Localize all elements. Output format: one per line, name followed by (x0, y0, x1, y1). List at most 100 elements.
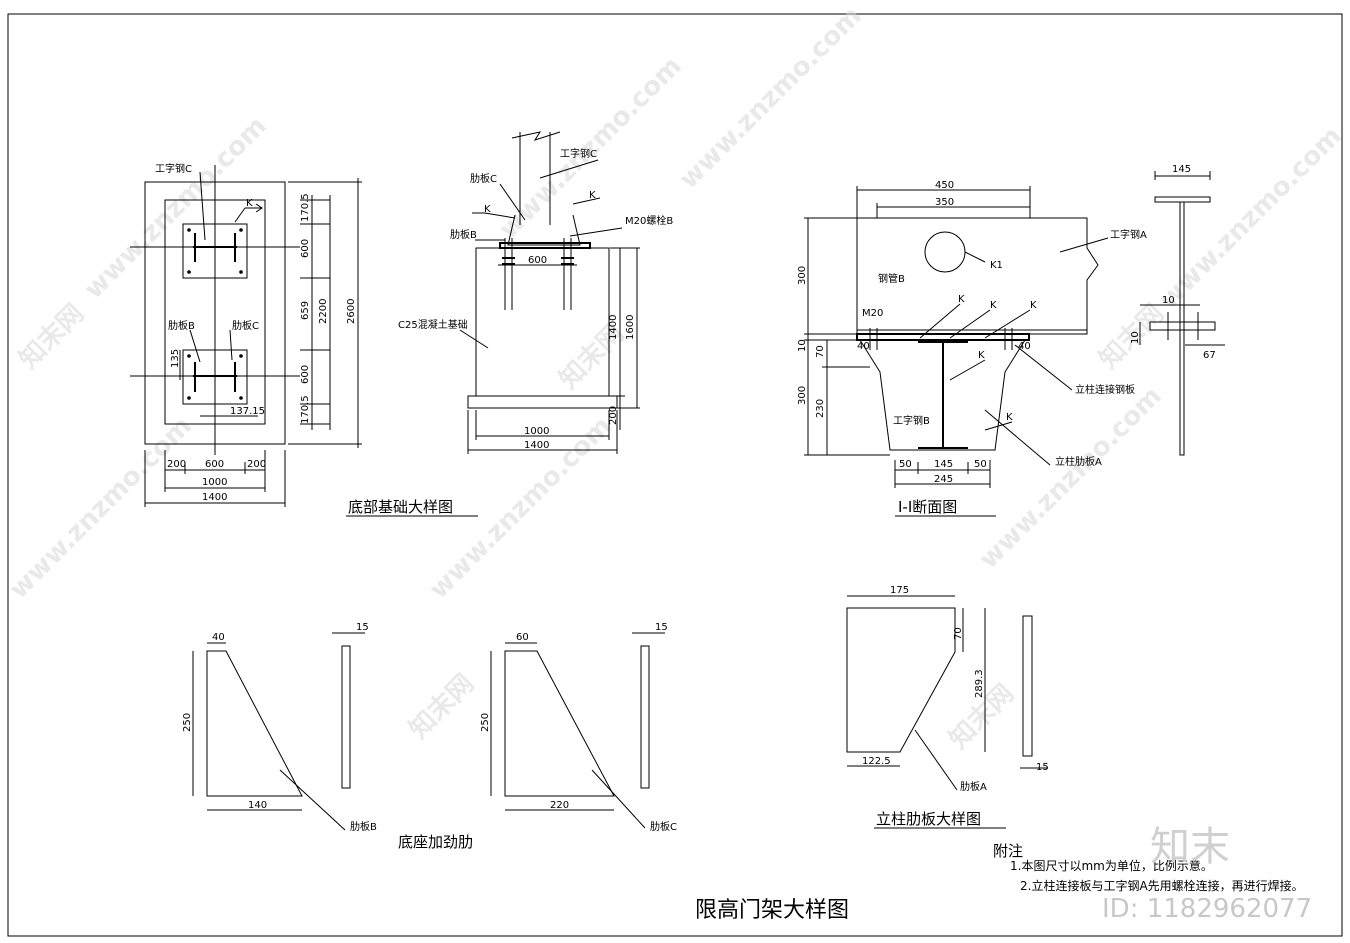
rib-c-dim-thick: 15 (655, 622, 668, 633)
sec-steel-a-label: 工字钢A (1110, 228, 1147, 241)
rib-c-dim-height: 250 (480, 713, 491, 732)
rib-b-dim-top: 40 (212, 632, 225, 643)
elev-bolt-label: M20螺栓B (625, 214, 673, 227)
plan-view: K 工字钢C 肋板B 肋板C 170.5 600 659 600 170.5 2… (130, 162, 478, 517)
notes-heading: 附注 (993, 842, 1023, 860)
sec-k-mark-5: K (1006, 412, 1013, 423)
note-item-2: 2.立柱连接板与工字钢A先用螺栓连接，再进行焊接。 (1020, 878, 1304, 893)
elev-k-mark-2: K (589, 190, 596, 201)
plan-dim-2200: 2200 (318, 299, 329, 324)
elevation-view: K K 工字钢C 肋板C 肋板B M20螺栓B C25混凝土基础 600 140… (398, 131, 673, 454)
tee-dim-67: 67 (1203, 350, 1216, 361)
sec-dim-40-left: 40 (857, 341, 870, 352)
elev-dim-1400-v: 1400 (608, 315, 619, 340)
elev-steel-c-label: 工字钢C (560, 147, 597, 160)
tee-dim-145: 145 (1172, 164, 1191, 175)
watermark-url-6: www.znzmo.com (1154, 121, 1348, 315)
plan-dim-600-bot: 600 (300, 365, 311, 384)
plan-dim-135: 135 (170, 349, 181, 368)
watermark-brand-3: 知末网 (404, 669, 480, 745)
notes-block: 附注 1.本图尺寸以mm为单位，比例示意。 2.立柱连接板与工字钢A先用螺栓连接… (993, 842, 1304, 893)
sec-steel-b-label: 工字钢B (893, 414, 930, 427)
sec-dim-300-bot: 300 (797, 386, 808, 405)
watermark-url-4: www.znzmo.com (4, 411, 198, 605)
rib-c-label: 肋板C (650, 820, 677, 833)
rib-a-label: 肋板A (960, 780, 987, 793)
sec-dim-300-top: 300 (797, 266, 808, 285)
elev-dim-1600: 1600 (625, 315, 636, 340)
plan-k-mark: K (246, 198, 253, 209)
sec-k-mark-4: K (1030, 300, 1037, 311)
elev-dim-200: 200 (608, 406, 619, 425)
watermark-url-1: www.znzmo.com (79, 111, 273, 305)
rib-b-dim-thick: 15 (356, 622, 369, 633)
elev-rib-c-label: 肋板C (470, 172, 497, 185)
plan-view-title: 底部基础大样图 (348, 498, 453, 516)
rib-b-dim-bottom: 140 (248, 800, 267, 811)
sec-dim-70: 70 (815, 345, 826, 358)
rib-a-dim-thick: 15 (1036, 762, 1049, 773)
sec-dim-10: 10 (797, 339, 808, 352)
note-item-1: 1.本图尺寸以mm为单位，比例示意。 (1010, 858, 1213, 873)
rib-a-title: 立柱肋板大样图 (876, 810, 981, 828)
sec-dim-245: 245 (934, 474, 953, 485)
rib-b-dim-height: 250 (182, 713, 193, 732)
rib-bc-title: 底座加劲肋 (398, 833, 473, 851)
rib-a-dim-height: 289.3 (974, 669, 985, 698)
plan-dim-659: 659 (300, 301, 311, 320)
plan-dim-170-bot: 170.5 (300, 395, 311, 424)
plan-dim-200-left: 200 (167, 459, 186, 470)
sec-k-mark-2: K (958, 294, 965, 305)
elev-concrete-label: C25混凝土基础 (398, 318, 468, 331)
rib-b-label: 肋板B (350, 820, 377, 833)
main-title: 限高门架大样图 (695, 898, 849, 923)
sec-dim-230: 230 (815, 399, 826, 418)
plan-dim-200-right: 200 (247, 459, 266, 470)
sec-rib-a-label: 立柱肋板A (1055, 455, 1102, 468)
watermark-brand-1: 知末网 (14, 299, 90, 375)
tee-dim-10-h: 10 (1162, 295, 1175, 306)
elev-rib-b-label: 肋板B (450, 228, 477, 241)
sec-k-mark-1: K (978, 350, 985, 361)
rib-a-dim-top: 175 (890, 585, 909, 596)
sec-m20-label: M20 (862, 308, 883, 319)
rib-a-detail: 175 70 289.3 122.5 15 肋板A 立柱肋板大样图 (846, 585, 1049, 829)
sec-dim-50-right: 50 (974, 459, 987, 470)
elev-dim-1400-h: 1400 (524, 440, 549, 451)
elev-dim-1000: 1000 (524, 426, 549, 437)
plan-dim-137: 137.15 (230, 406, 265, 417)
sec-k-mark-3: K (990, 300, 997, 311)
elev-k-mark-1: K (484, 204, 491, 215)
sec-dim-50-left: 50 (899, 459, 912, 470)
sheet-border (7, 13, 1343, 937)
rib-a-dim-chamfer: 70 (953, 627, 964, 640)
rib-a-dim-bottom: 122.5 (862, 756, 891, 767)
elev-dim-600: 600 (528, 255, 547, 266)
sec-pipe-label: 钢管B (878, 272, 905, 285)
plan-dim-1400: 1400 (202, 492, 227, 503)
plan-dim-170-top: 170.5 (300, 193, 311, 222)
brand-id: ID: 1182962077 (1102, 894, 1312, 924)
section-view: K1 钢管B 工字钢A K K K K K M20 立柱连接钢板 工字钢B 立柱… (797, 180, 1147, 517)
rib-c-dim-top: 60 (516, 632, 529, 643)
watermark-url-7: www.znzmo.com (674, 1, 868, 195)
tee-dim-10-v: 10 (1130, 331, 1141, 344)
plan-rib-b-label: 肋板B (168, 319, 195, 332)
brand-logo: 知末 (1150, 824, 1230, 870)
watermark-url-5: www.znzmo.com (974, 381, 1168, 575)
plan-steel-c-label: 工字钢C (155, 162, 192, 175)
plan-dim-600-h: 600 (205, 459, 224, 470)
sec-plate-label: 立柱连接钢板 (1075, 383, 1135, 396)
rib-bc-detail: 40 250 140 15 肋板B 60 250 220 15 肋板C 底座加劲… (182, 622, 677, 851)
sec-dim-450: 450 (935, 180, 954, 191)
rib-c-dim-bottom: 220 (550, 800, 569, 811)
plan-dim-1000: 1000 (202, 477, 227, 488)
plan-dim-2600: 2600 (346, 299, 357, 324)
sec-dim-145: 145 (934, 459, 953, 470)
plan-rib-c-label: 肋板C (232, 319, 259, 332)
watermark-layer: 知末网 www.znzmo.com www.znzmo.com www.znzm… (4, 1, 1348, 755)
tee-detail: 145 10 10 67 (1130, 164, 1225, 456)
sec-k1-label: K1 (990, 260, 1003, 271)
section-view-title: I-I断面图 (898, 498, 957, 516)
